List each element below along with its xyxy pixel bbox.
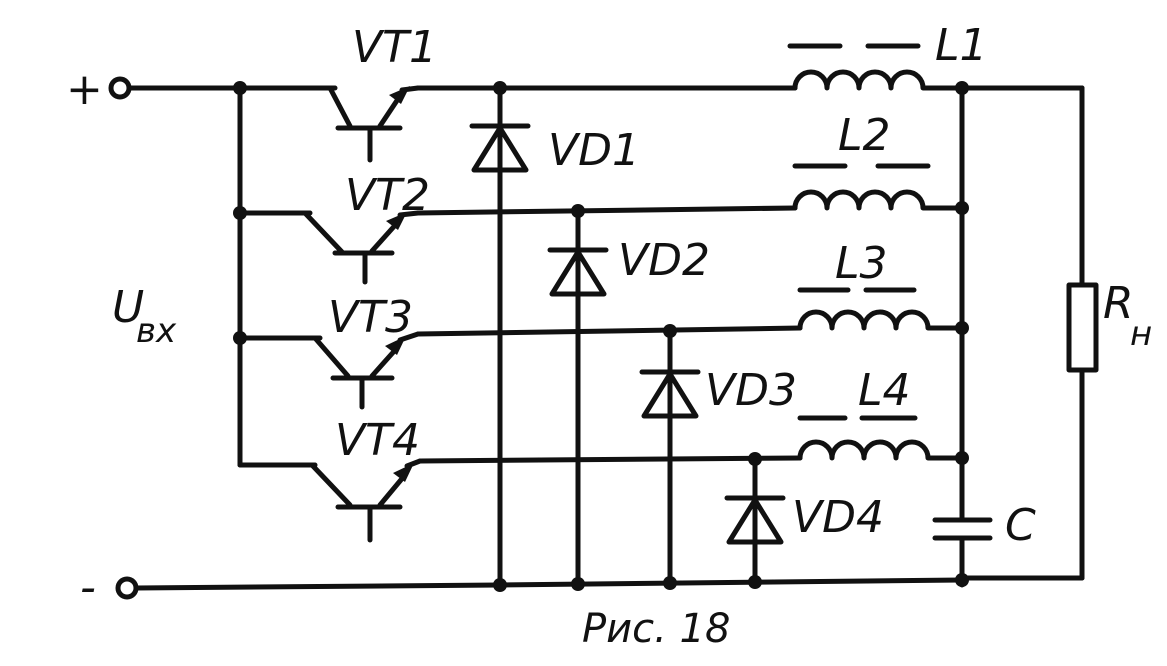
label-vt1: VT1: [352, 22, 437, 73]
label-vt3: VT3: [328, 292, 413, 343]
label-l4: L4: [858, 365, 911, 416]
diode-vd4: [724, 456, 786, 588]
positive-rail: [126, 81, 338, 468]
label-vd1: VD1: [548, 125, 640, 176]
inductor-l2: [792, 163, 965, 211]
diode-vd2: [547, 208, 609, 588]
transistor-vt4: [309, 458, 423, 543]
label-l1: L1: [935, 20, 988, 71]
label-vd2: VD2: [618, 235, 710, 286]
plus-terminal: [108, 76, 132, 100]
inductor-l4: [797, 415, 965, 461]
capacitor-c: [932, 517, 993, 541]
plus-sign-label: +: [66, 64, 103, 115]
transistor-vt3: [312, 331, 421, 410]
label-vd4: VD4: [792, 492, 884, 543]
label-l3: L3: [835, 238, 888, 289]
label-input-voltage-sub: вх: [136, 311, 177, 351]
inductor-l3: [797, 287, 965, 331]
negative-rail: [133, 573, 969, 592]
emitter-lines: [415, 81, 803, 466]
diode-vd3: [639, 328, 701, 588]
transistor-vt1: [327, 85, 421, 163]
resistor-rn: [959, 85, 1099, 581]
inductor-l1: [787, 43, 963, 91]
label-vt4: VT4: [335, 415, 420, 466]
output-node: [955, 81, 969, 588]
minus-sign-label: -: [80, 562, 96, 613]
label-capacitor: C: [1005, 500, 1036, 551]
label-resistor-sub: н: [1130, 314, 1152, 354]
label-resistor: R: [1103, 278, 1134, 329]
minus-terminal: [115, 576, 139, 600]
transistor-vt2: [302, 210, 421, 285]
label-vd3: VD3: [705, 365, 797, 416]
input-terminals: + -: [66, 64, 139, 613]
figure-caption: Рис. 18: [582, 606, 730, 652]
component-labels: VT1 VT2 VT3 VT4 VD1 VD2 VD3 VD4 L1 L2 L3…: [112, 20, 1152, 551]
label-l2: L2: [838, 110, 891, 161]
label-input-voltage: U: [112, 282, 144, 333]
diode-vd1: [469, 85, 531, 588]
label-vt2: VT2: [345, 170, 430, 221]
